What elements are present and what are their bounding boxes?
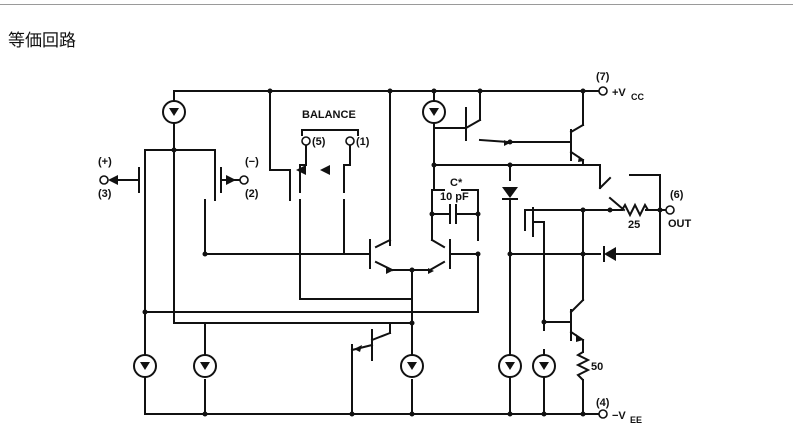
vcc-terminal [598, 86, 608, 96]
resistor-25-label: 25 [628, 219, 640, 231]
capacitor-value-label: 10 pF [440, 191, 469, 203]
balance-5-terminal [301, 136, 311, 146]
minus-sign: (−) [245, 156, 259, 168]
capacitor-10pf [432, 204, 478, 224]
diode-lower [604, 247, 616, 261]
balance-bracket [301, 129, 359, 136]
output-terminal [665, 205, 675, 215]
out-label: OUT [668, 218, 692, 230]
out-pin-number: (6) [670, 189, 684, 201]
plus-sign: (+) [98, 156, 112, 168]
balance-1-label: (1) [356, 136, 370, 148]
vee-label: −V [612, 410, 626, 422]
balance-label: BALANCE [302, 109, 356, 121]
minus-pin-number: (2) [245, 188, 259, 200]
c-star-label: C* [450, 177, 463, 189]
resistor-50-label: 50 [591, 361, 603, 373]
page-title: 等価回路 [8, 31, 76, 51]
balance-5-label: (5) [312, 136, 326, 148]
diode-upper [502, 187, 518, 198]
balance-1-terminal [345, 136, 355, 146]
vcc-label: +V [612, 87, 626, 99]
plus-pin-number: (3) [98, 188, 112, 200]
top-divider [0, 4, 793, 5]
vee-pin-number: (4) [596, 397, 610, 409]
vcc-pin-number: (7) [596, 71, 610, 83]
vee-terminal [598, 409, 608, 419]
vcc-subscript: CC [631, 92, 644, 102]
vee-subscript: EE [630, 415, 642, 425]
resistor-25 [621, 202, 649, 218]
resistor-50 [575, 351, 591, 381]
inverting-input-terminal [239, 175, 249, 185]
noninverting-input-terminal [99, 175, 109, 185]
